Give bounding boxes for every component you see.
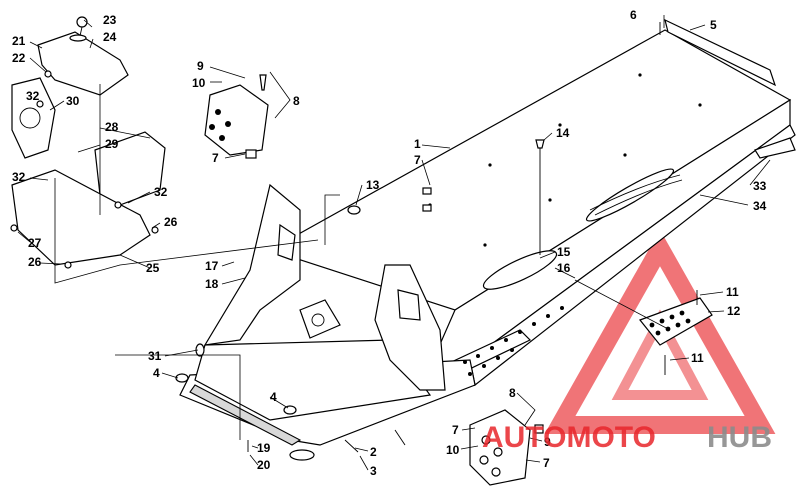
- callout-25: 25: [146, 261, 160, 275]
- callout-26: 26: [164, 215, 178, 229]
- upper-bracket-exploded-group: [204, 74, 269, 159]
- callout-34: 34: [753, 199, 767, 213]
- callout-22: 22: [12, 51, 26, 65]
- callout-3: 3: [370, 464, 377, 478]
- callout-4: 4: [270, 390, 277, 404]
- callout-32: 32: [154, 185, 168, 199]
- callout-10: 10: [192, 76, 206, 90]
- callout-12: 12: [727, 304, 741, 318]
- callout-18: 18: [205, 277, 219, 291]
- callout-2: 2: [370, 445, 377, 459]
- callout-32: 32: [26, 89, 40, 103]
- callout-7: 7: [452, 423, 459, 437]
- callout-6: 6: [630, 8, 637, 22]
- watermark-brand: AUTOMOTO HUB: [482, 421, 772, 454]
- leader-lines: [17, 15, 771, 471]
- callout-9: 9: [197, 59, 204, 73]
- callout-27: 27: [28, 236, 42, 250]
- callout-32: 32: [12, 170, 26, 184]
- callout-7: 7: [414, 153, 421, 167]
- callout-14: 14: [556, 126, 570, 140]
- running-board-holes: [463, 306, 564, 376]
- watermark-brand-part1: AUTOMOTO: [482, 421, 656, 454]
- callout-7: 7: [212, 151, 219, 165]
- callout-29: 29: [105, 137, 119, 151]
- callout-23: 23: [103, 13, 117, 27]
- callout-26: 26: [28, 255, 42, 269]
- callout-24: 24: [103, 30, 117, 44]
- watermark-logo: [544, 229, 776, 434]
- callout-8: 8: [509, 386, 516, 400]
- callout-11: 11: [726, 285, 739, 299]
- callout-28: 28: [105, 120, 119, 134]
- callout-16: 16: [557, 261, 571, 275]
- front-upper-exploded-group: [10, 16, 319, 284]
- front-hardware-group: [175, 343, 406, 461]
- callout-30: 30: [66, 94, 80, 108]
- callout-21: 21: [12, 34, 26, 48]
- callout-17: 17: [205, 259, 219, 273]
- callout-19: 19: [257, 441, 271, 455]
- tunnel-assembly: [179, 18, 796, 446]
- callout-15: 15: [557, 245, 571, 259]
- callout-4: 4: [153, 366, 160, 380]
- watermark-brand-part2: HUB: [707, 421, 772, 454]
- callout-1: 1: [414, 137, 421, 151]
- callout-11: 11: [691, 351, 704, 365]
- callout-13: 13: [366, 178, 380, 192]
- callout-10: 10: [446, 443, 460, 457]
- callout-7: 7: [543, 456, 550, 470]
- callout-9: 9: [544, 435, 551, 449]
- callout-33: 33: [753, 179, 767, 193]
- callout-8: 8: [293, 94, 300, 108]
- callout-labels: 23 24 21 22 32 30 28 29 32 32 26 27 26 2…: [12, 8, 767, 478]
- callout-31: 31: [148, 349, 162, 363]
- lower-bracket-exploded-group: [469, 409, 544, 486]
- callout-5: 5: [710, 18, 717, 32]
- callout-20: 20: [257, 458, 271, 472]
